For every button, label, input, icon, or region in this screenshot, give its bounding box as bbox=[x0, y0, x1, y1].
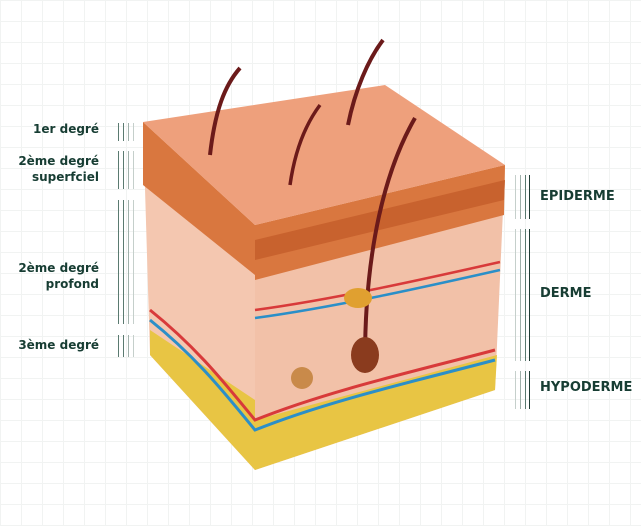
hypodermis-right bbox=[255, 355, 497, 470]
sebaceous-gland bbox=[344, 288, 372, 308]
epidermis-left bbox=[143, 122, 255, 275]
hair bbox=[288, 103, 322, 186]
label-first-degree: 1er degré bbox=[33, 122, 99, 136]
degree-bracket-4 bbox=[118, 335, 135, 357]
label-hypodermis: HYPODERME bbox=[540, 380, 633, 395]
layer-bracket-dermis bbox=[515, 229, 532, 361]
hair-follicle bbox=[363, 117, 417, 361]
hair bbox=[208, 66, 242, 156]
hair bbox=[346, 38, 385, 126]
degree-bracket-1 bbox=[118, 123, 135, 141]
hypodermis-left bbox=[150, 330, 255, 470]
sweat-gland bbox=[291, 367, 313, 389]
layer-bracket-hypodermis bbox=[515, 371, 532, 409]
label-third-degree: 3ème degré bbox=[18, 338, 99, 352]
hair-bulb bbox=[351, 337, 379, 373]
layer-bracket-epidermis bbox=[515, 175, 532, 219]
degree-bracket-3 bbox=[118, 200, 135, 324]
label-dermis: DERME bbox=[540, 286, 592, 301]
artery bbox=[149, 308, 496, 422]
artery bbox=[254, 260, 501, 312]
vein bbox=[149, 318, 496, 432]
label-epidermis: EPIDERME bbox=[540, 189, 615, 204]
vein bbox=[254, 268, 501, 320]
degree-bracket-2 bbox=[118, 151, 135, 189]
